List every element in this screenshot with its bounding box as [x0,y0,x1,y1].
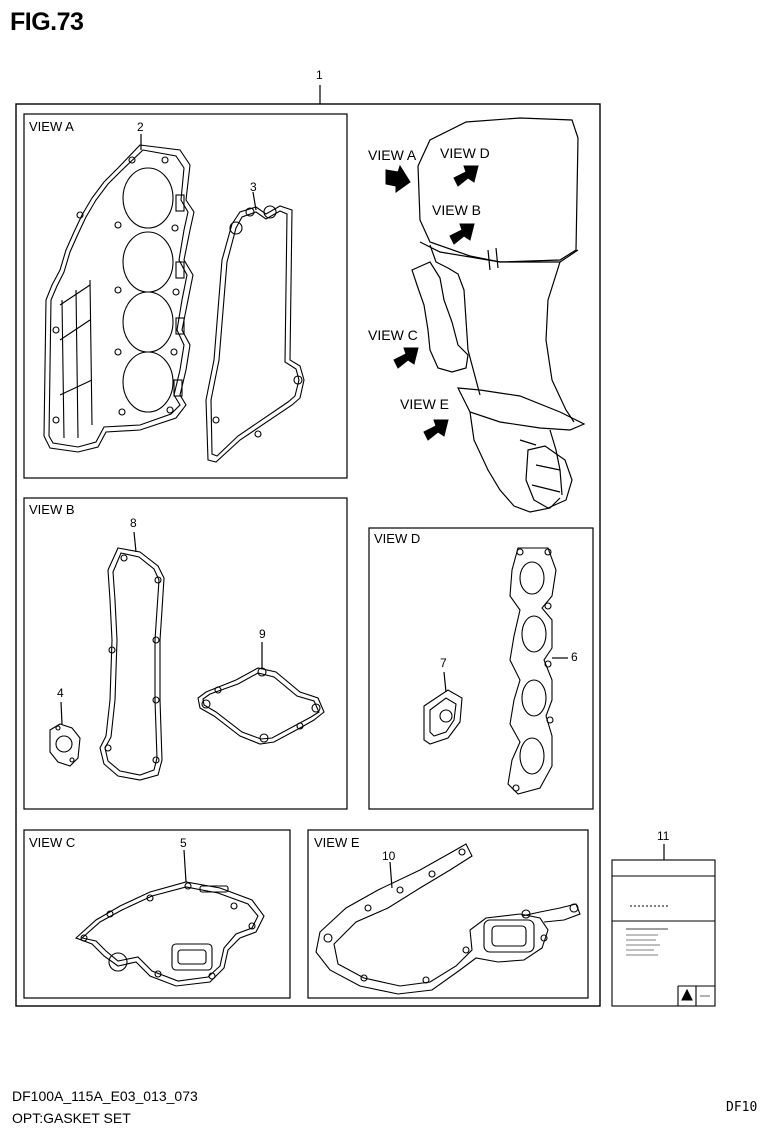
arrow-view-a [385,164,411,193]
callout-view-b: VIEW B [432,202,482,218]
part-number-4: 4 [57,686,64,700]
part-8-gasket [99,547,165,781]
cylinder-head-gasket [43,144,195,453]
view-arrows [385,164,479,441]
leader-line-4 [60,701,63,725]
part-number-7: 7 [440,656,447,670]
view-c-label: VIEW C [29,835,76,850]
part-number-3: 3 [250,180,257,194]
gasket-kit-frame [15,103,601,1007]
callout-view-c: VIEW C [368,327,418,343]
owners-manual-booklet [611,859,716,1007]
view-c-frame [23,829,291,999]
part-6-manifold-gasket [507,547,557,795]
part-number-6: 6 [571,650,578,664]
leader-line-5 [183,849,187,883]
part-5-gasket [74,881,265,987]
view-a-label: VIEW A [29,119,74,134]
arrow-view-b [449,223,475,245]
part-number-8: 8 [130,516,137,530]
figure-title: FIG.73 [10,8,84,36]
view-d-frame [368,527,594,810]
part-number-2: 2 [137,120,144,134]
part-number-5: 5 [180,836,187,850]
part-number-1: 1 [316,68,323,82]
part-number-10: 10 [382,849,396,863]
leader-line-3 [252,191,257,211]
leader-line-7 [443,671,447,693]
view-b-label: VIEW B [29,502,75,517]
callout-view-e: VIEW E [400,396,450,412]
callout-view-d: VIEW D [440,145,490,161]
arrow-view-e [423,419,449,441]
part-7-gasket [423,689,463,745]
view-e-label: VIEW E [314,835,360,850]
head-cover-gasket [205,205,305,463]
view-b-frame [23,497,348,810]
view-e-frame [307,829,589,999]
callout-view-a: VIEW A [368,147,417,163]
arrow-view-c [393,347,419,369]
view-d-label: VIEW D [374,531,421,546]
leader-line-10 [389,861,393,889]
part-number-11: 11 [657,829,670,843]
part-10-gasket [315,843,581,995]
arrow-view-d [453,165,479,187]
diagram-name: OPT:GASKET SET [12,1110,131,1126]
view-a-frame [23,113,348,479]
part-4-gasket [49,723,81,767]
leader-line-8 [133,531,137,553]
model-code-truncated: DF10 [726,1100,758,1115]
outboard-motor-illustration [411,117,586,513]
part-number-9: 9 [259,627,266,641]
diagram-code: DF100A_115A_E03_013_073 [12,1088,198,1104]
part-9-gasket [197,667,325,745]
